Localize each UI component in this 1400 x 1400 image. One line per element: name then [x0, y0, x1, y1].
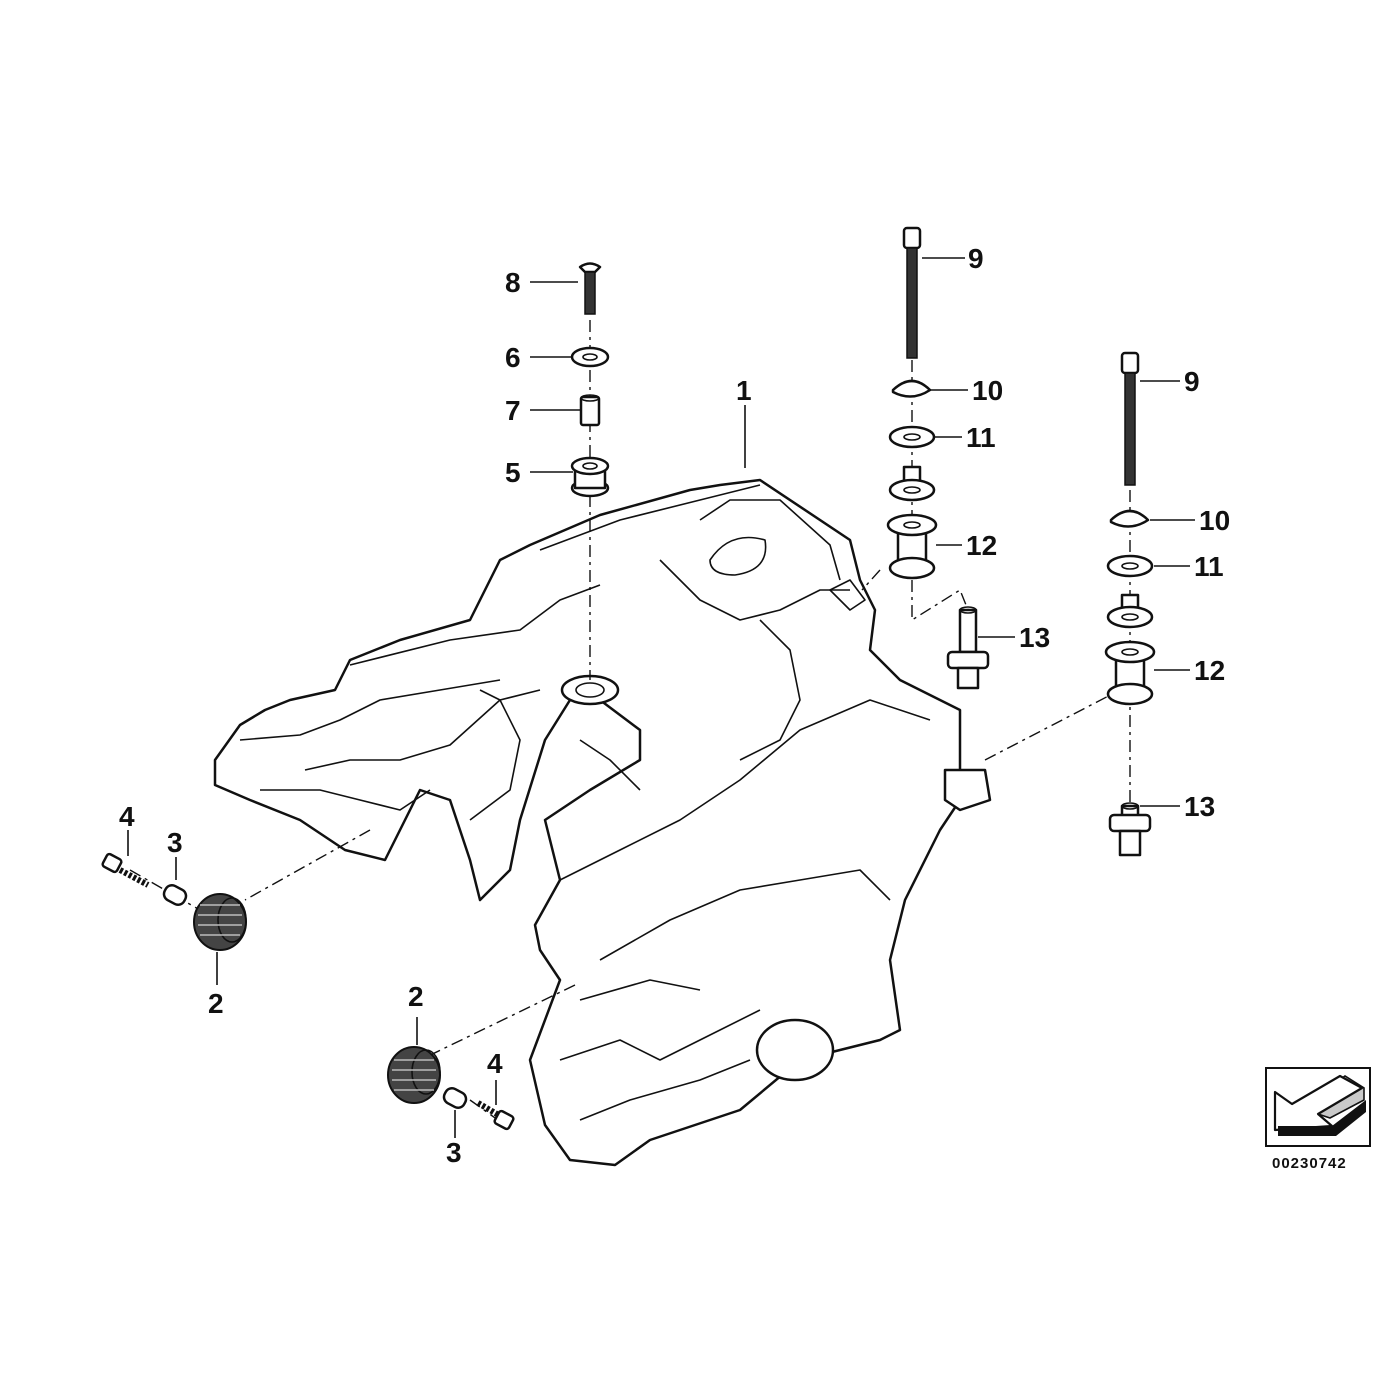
washer-11-a[interactable]	[888, 425, 936, 449]
callout-4-b: 4	[487, 1048, 503, 1079]
clip-10-a[interactable]	[891, 379, 932, 398]
callout-4-a: 4	[119, 801, 135, 832]
sleeve-7[interactable]	[579, 394, 601, 427]
callout-13-b: 13	[1184, 791, 1215, 822]
orientation-arrow-icon	[1273, 1074, 1366, 1136]
bolt-9-b[interactable]	[1120, 351, 1140, 486]
rubber-mount-12-a[interactable]	[886, 465, 938, 580]
callout-10-a: 10	[972, 375, 1003, 406]
bolt-8[interactable]	[578, 262, 602, 315]
rubber-buffer-2-b[interactable]	[387, 1046, 441, 1104]
callout-1: 1	[736, 375, 752, 406]
callout-11-b: 11	[1194, 551, 1224, 582]
callout-10-b: 10	[1199, 505, 1230, 536]
callout-6: 6	[505, 342, 521, 373]
fuel-tank[interactable]	[213, 478, 992, 1167]
washer-11-b[interactable]	[1106, 554, 1154, 578]
bushing-3-a[interactable]	[162, 883, 189, 907]
bushing-3-b[interactable]	[442, 1086, 469, 1110]
grommet-5[interactable]	[570, 456, 610, 498]
callout-12-b: 12	[1194, 655, 1225, 686]
clip-10-b[interactable]	[1109, 509, 1150, 528]
reference-number: 00230742	[1272, 1155, 1347, 1172]
callout-8: 8	[505, 267, 521, 298]
screw-4-a[interactable]	[101, 852, 150, 888]
leader-lines	[127, 257, 1195, 1138]
callout-11-a: 11	[966, 422, 996, 453]
callout-9-a: 9	[968, 243, 984, 274]
callout-3-b: 3	[446, 1137, 462, 1168]
callouts: 1 8 6 7 5 9 10 11 12 13 9 10 11 12 13 4 …	[119, 243, 1230, 1168]
spacer-13-b[interactable]	[1108, 802, 1152, 857]
screw-4-b[interactable]	[476, 1100, 515, 1131]
rubber-buffer-2-a[interactable]	[193, 893, 247, 951]
callout-2-a: 2	[208, 988, 224, 1019]
callout-12-a: 12	[966, 530, 997, 561]
callout-7: 7	[505, 395, 521, 426]
callout-9-b: 9	[1184, 366, 1200, 397]
spacer-13-a[interactable]	[946, 606, 990, 690]
callout-2-b: 2	[408, 981, 424, 1012]
orientation-box: 00230742	[1265, 1067, 1371, 1172]
callout-13-a: 13	[1019, 622, 1050, 653]
callout-5: 5	[505, 457, 521, 488]
callout-3-a: 3	[167, 827, 183, 858]
washer-6[interactable]	[570, 346, 610, 368]
bolt-9-a[interactable]	[902, 226, 922, 359]
rubber-mount-12-b[interactable]	[1104, 593, 1156, 706]
